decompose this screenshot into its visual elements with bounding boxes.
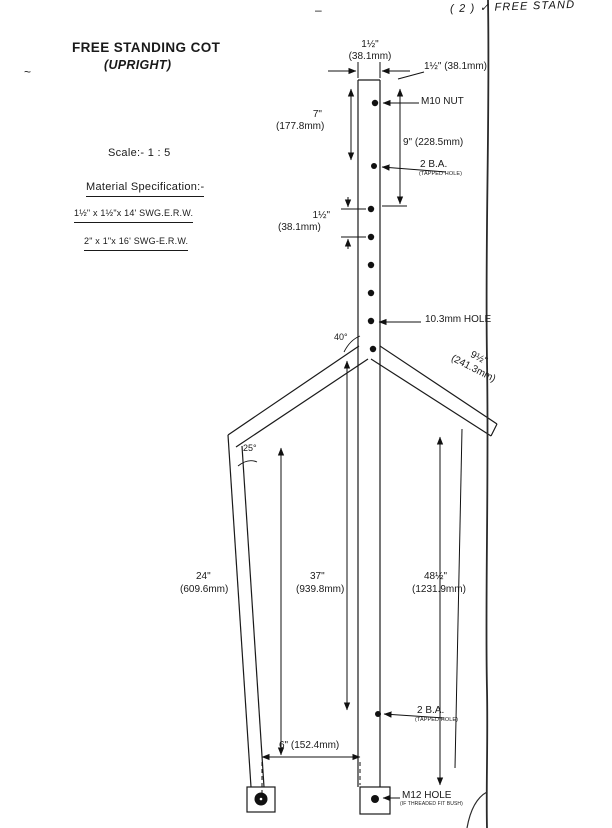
scan-artifact-tilde: ~ bbox=[24, 65, 32, 79]
ba-top-note: (TAPPED HOLE) bbox=[419, 171, 463, 177]
material-spec-heading: Material Specification:- bbox=[86, 181, 205, 197]
dim-7in-mm: (177.8mm) bbox=[276, 121, 325, 132]
splayed-legs bbox=[227, 345, 498, 788]
m10-nut-label: M10 NUT bbox=[421, 96, 464, 107]
dim-48in: 48½" bbox=[424, 571, 448, 582]
dim-mid-width-mm: (38.1mm) bbox=[278, 222, 321, 233]
upright-post bbox=[357, 79, 381, 787]
ba-bottom-label: 2 B.A. bbox=[417, 705, 445, 716]
page-edge-line bbox=[485, 0, 490, 828]
scan-artifact-dash: – bbox=[315, 3, 322, 17]
ba-bottom-note: (TAPPED HOLE) bbox=[415, 717, 459, 723]
angle-40-label: 40° bbox=[334, 332, 348, 342]
dim-top-width-in: 1½" bbox=[361, 39, 379, 50]
dimension-lines bbox=[261, 62, 463, 802]
dim-7in: 7" bbox=[312, 109, 322, 120]
dim-37in: 37" bbox=[310, 571, 325, 582]
dim-9in: 9" (228.5mm) bbox=[403, 137, 464, 148]
material-spec-line: 1½" x 1½"x 14' SWG.E.R.W. bbox=[74, 208, 194, 224]
dim-37in-mm: (939.8mm) bbox=[296, 584, 345, 595]
feet bbox=[246, 786, 391, 815]
dim-24in-mm: (609.6mm) bbox=[180, 584, 229, 595]
scale-note: Scale:- 1 : 5 bbox=[108, 147, 171, 159]
drawing-subtitle: (UPRIGHT) bbox=[104, 58, 172, 72]
drawing-title: FREE STANDING COT bbox=[72, 40, 221, 55]
ba-top-label: 2 B.A. bbox=[420, 159, 448, 170]
hole-dia-label: 10.3mm HOLE bbox=[425, 314, 492, 325]
dim-48in-mm: (1231.9mm) bbox=[412, 584, 466, 595]
angle-arcs bbox=[237, 335, 361, 467]
dim-top-width-mm: (38.1mm) bbox=[348, 51, 392, 62]
dim-24in: 24" bbox=[196, 571, 211, 582]
dim-6in: 6" (152.4mm) bbox=[279, 740, 340, 751]
dim-top-right: 1½" (38.1mm) bbox=[424, 61, 488, 72]
dim-mid-width-in: 1½" bbox=[312, 210, 330, 221]
m12-hole-note: (IF THREADED FIT BUSH) bbox=[400, 801, 463, 807]
angle-25-label: 25° bbox=[243, 443, 257, 453]
m12-hole-label: M12 HOLE bbox=[402, 790, 452, 801]
holes bbox=[367, 99, 381, 803]
material-spec-line: 2" x 1"x 16' SWG-E.R.W. bbox=[84, 236, 189, 252]
page-curl-line bbox=[466, 791, 488, 828]
